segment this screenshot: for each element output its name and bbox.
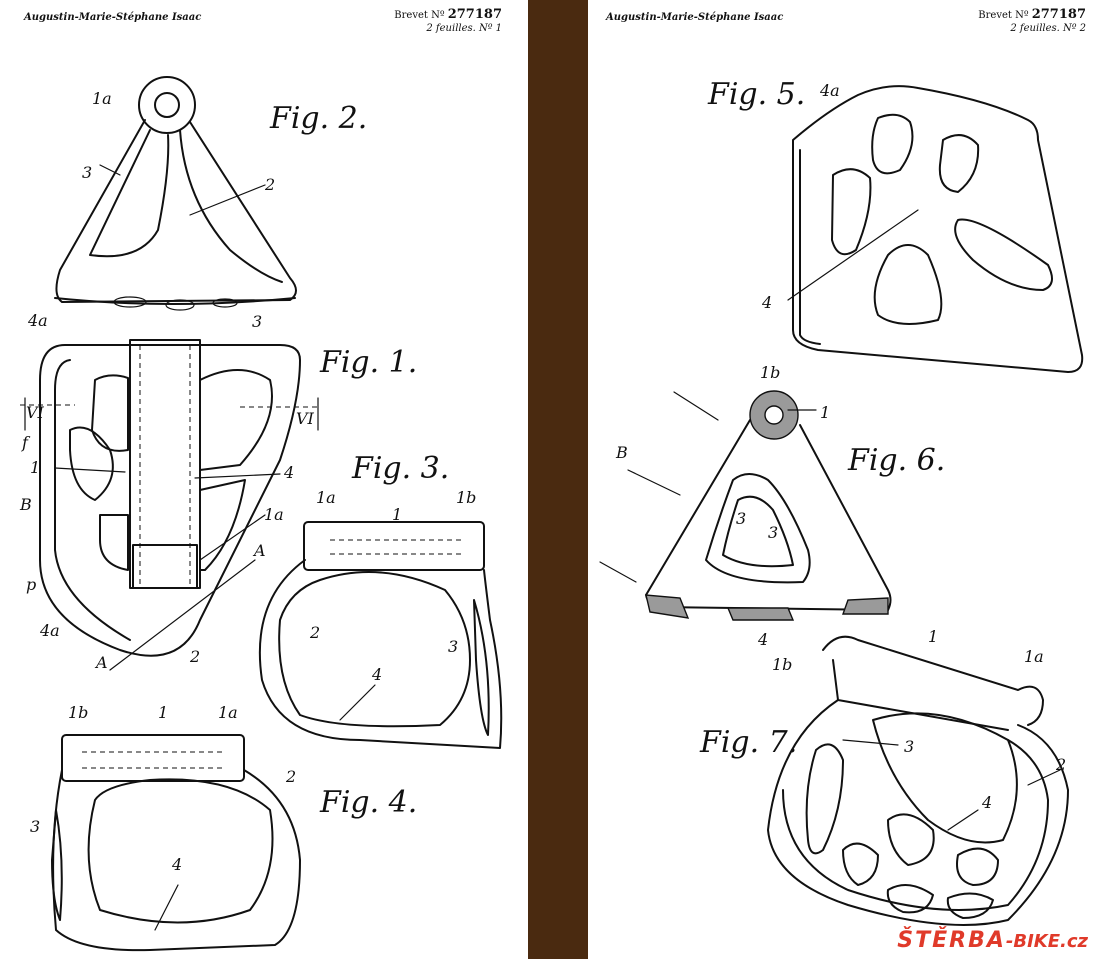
figure-3-title: Fig. 3. [351,451,449,486]
f7-label-4: 4 [981,793,992,812]
f6-label-3b: 3 [768,523,778,542]
f1-label-b: B [19,495,32,514]
f7-label-1b: 1b [772,655,792,674]
f1-label-3: 3 [252,312,262,331]
f4-label-4: 4 [171,855,182,874]
sheet-info: 2 feuilles. Nº 2 [1010,23,1086,34]
f1-label-4: 4 [283,463,294,482]
f1-label-a-top: A [252,541,266,560]
f3-label-3: 3 [448,637,458,656]
f5-label-4a: 4a [819,81,840,100]
figure-2-title: Fig. 2. [269,101,367,136]
f1-label-vi-left: VI [26,403,45,422]
sheet-divider [528,0,588,959]
f7-label-3: 3 [904,737,914,756]
f3-label-1: 1 [392,505,402,524]
f4-label-1: 1 [158,703,168,722]
patent-sheet-2: Augustin-Marie-Stéphane Isaac Brevet Nº … [588,0,1100,959]
figure-6-title: Fig. 6. [847,443,945,478]
f1-label-f: f [21,433,31,452]
site-watermark: ŠTĚRBA-BIKE.cz [897,928,1088,953]
figure-5-drawing [787,85,1084,373]
sheet-header-right: Brevet Nº 277187 2 feuilles. Nº 1 [394,8,502,35]
f1-label-1a: 1a [264,505,284,524]
figure-4-drawing [51,734,301,952]
f3-label-1a: 1a [316,488,336,507]
f7-label-1: 1 [928,627,938,646]
f3-label-4: 4 [371,665,382,684]
f4-label-1b: 1b [68,703,88,722]
f4-label-3: 3 [30,817,40,836]
patent-sheet-1: Augustin-Marie-Stéphane Isaac Brevet Nº … [0,0,528,959]
patent-drawings-sheet-2: Fig. 5. 4a 4 Fig. 6. 1b 1 B 3 3 4 [599,77,1084,926]
f6-label-3a: 3 [736,509,746,528]
f1-label-p: p [26,575,36,594]
f1-label-1: 1 [30,458,40,477]
figure-4-title: Fig. 4. [319,785,417,820]
sheet-author: Augustin-Marie-Stéphane Isaac [606,12,784,23]
f1-label-4a: 4a [39,621,60,640]
patent-number: 277187 [447,7,502,22]
f4-label-1a: 1a [218,703,238,722]
figure-3-drawing [258,521,503,749]
sheet-author: Augustin-Marie-Stéphane Isaac [24,12,202,23]
f2-label-2: 2 [264,175,275,194]
figure-7-drawing [767,635,1069,926]
f6-label-1: 1 [820,403,830,422]
f3-label-2: 2 [309,623,320,642]
patent-number: 277187 [1031,7,1086,22]
f5-label-4: 4 [761,293,772,312]
figure-6-drawing [599,390,892,621]
patent-drawings-sheet-1: Fig. 2. 1a 3 2 4a Fig. 1. 3 [19,76,503,952]
figure-1-drawing [20,339,320,671]
f6-label-4: 4 [757,630,768,649]
f2-label-3: 3 [82,163,92,182]
f1-label-a-bottom: A [94,653,108,672]
figure-7-title: Fig. 7. [699,725,797,760]
f6-label-1b: 1b [760,363,780,382]
figure-5-title: Fig. 5. [707,77,805,112]
f1-label-2: 2 [189,647,200,666]
f1-label-vi-right: VI [296,409,315,428]
figure-2-drawing [54,76,297,311]
f2-label-1a: 1a [92,89,112,108]
watermark-brand: ŠTĚRBA [897,928,1006,953]
f4-label-2: 2 [285,767,296,786]
watermark-domain: -BIKE.cz [1005,931,1088,952]
sheet-header-right: Brevet Nº 277187 2 feuilles. Nº 2 [978,8,1086,35]
f7-label-1a: 1a [1024,647,1044,666]
sheet-info: 2 feuilles. Nº 1 [426,23,502,34]
f7-label-2: 2 [1055,755,1066,774]
brevet-label: Brevet Nº [978,10,1029,21]
figure-1-title: Fig. 1. [319,345,417,380]
f3-label-1b: 1b [456,488,476,507]
f6-label-b: B [615,443,628,462]
f2-label-4a: 4a [27,311,48,330]
brevet-label: Brevet Nº [394,10,445,21]
